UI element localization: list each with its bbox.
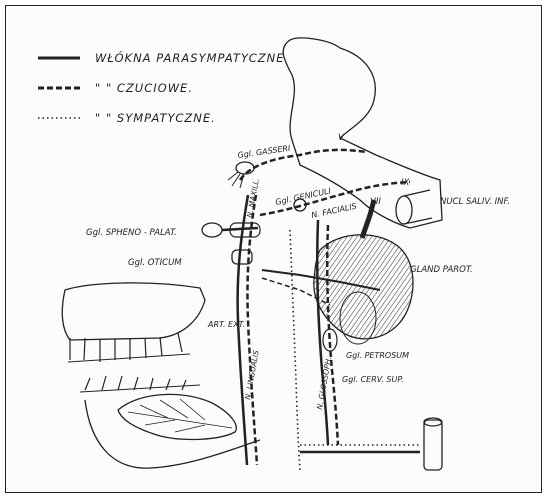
label-glandparot: GLAND PAROT. [410,265,473,275]
label-petrosum: Ggl. PETROSUM [346,351,409,360]
label-nucl: NUCL SALIV. INF. [440,197,510,207]
labels: V Ggl. GASSERI VII IX NUCL SALIV. INF. G… [86,133,510,410]
parasympathetic-trunk-left [238,195,248,465]
legend-text-sympathetic: " " SYMPATYCZNE. [95,111,216,125]
label-facialis: N. FACIALIS [311,202,358,220]
label-ix: IX [401,178,410,188]
label-cerv: Ggl. CERV. SUP. [342,375,404,384]
sympathetic-trunk-mid [290,230,300,470]
lower-jaw [80,376,260,468]
label-v: V [338,133,345,143]
legend-text-parasympathetic: WŁÓKNA PARASYMPATYCZNE [95,50,285,65]
submandibular-gland [118,394,236,439]
cervical-structure [424,418,442,470]
label-geniculi: Ggl. GENICULI [275,186,333,207]
sensory-trunk-left [247,195,257,465]
label-spheno: Ggl. SPHENO - PALAT. [86,228,177,238]
label-lingualis: N. LINGUALIS [243,349,261,400]
label-artext: ART. EXT. [207,320,245,329]
upper-teeth [62,283,205,362]
gasseri-branches [228,172,244,188]
legend: WŁÓKNA PARASYMPATYCZNE " " CZUCIOWE. " "… [38,50,285,125]
label-glosso: N. GLOSSOPH. [315,356,333,410]
label-oticum: Ggl. OTICUM [128,258,182,268]
nucleus-salivatorius [396,190,432,224]
label-vii: VII [370,197,381,207]
label-maxill: N. MAXILL. [245,177,261,218]
submandibular-veins [128,399,232,432]
legend-text-sensory: " " CZUCIOWE. [95,81,193,95]
ganglion-gasseri [236,162,254,174]
